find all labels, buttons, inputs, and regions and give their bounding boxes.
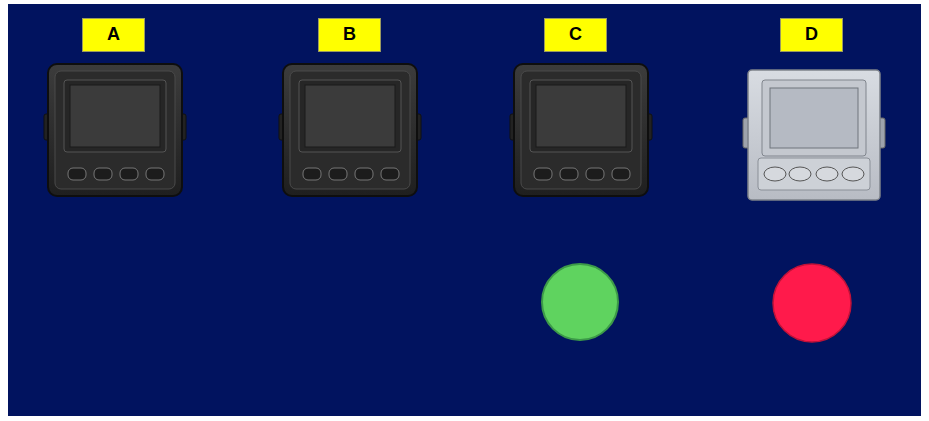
meter-device <box>44 64 186 196</box>
label-box: C <box>544 18 607 52</box>
label-letter: B <box>343 25 356 45</box>
label-letter: A <box>107 25 120 45</box>
label-box: D <box>780 18 843 52</box>
green-lamp <box>542 264 618 340</box>
meter-device <box>743 70 885 200</box>
meter-device <box>279 64 421 196</box>
label-box: B <box>318 18 381 52</box>
red-lamp <box>773 264 851 342</box>
meter-device <box>510 64 652 196</box>
label-box: A <box>82 18 145 52</box>
label-letter: D <box>805 25 818 45</box>
panel-ground <box>8 4 921 416</box>
label-letter: C <box>569 25 582 45</box>
